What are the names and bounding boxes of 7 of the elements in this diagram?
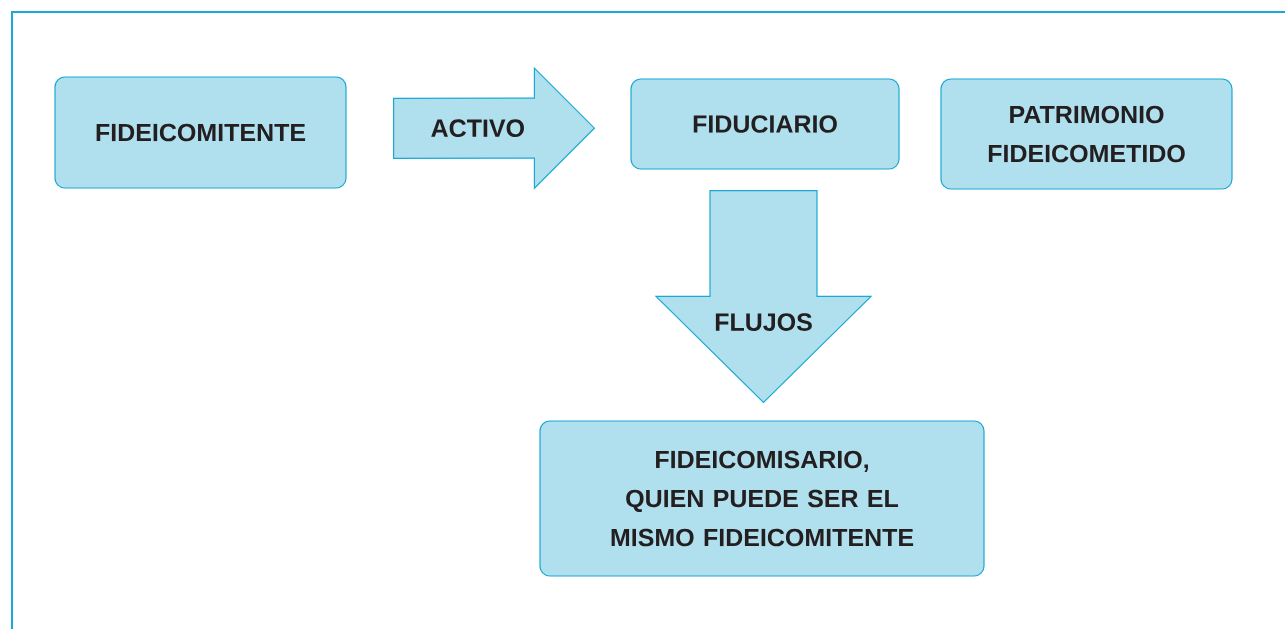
block-arrow <box>654 190 873 404</box>
edge-label: ACTIVO <box>429 118 527 139</box>
process-box: FIDEICOMISARIO, QUIEN PUEDE SER EL MISMO FIDEICOMITENTE <box>539 420 985 577</box>
process-box: FIDUCIARIO <box>630 78 900 170</box>
process-box: PATRIMONIO FIDEICOMETIDO <box>940 78 1233 190</box>
process-box: FIDEICOMITENTE <box>54 76 347 189</box>
edge-label: FLUJOS <box>713 312 814 332</box>
